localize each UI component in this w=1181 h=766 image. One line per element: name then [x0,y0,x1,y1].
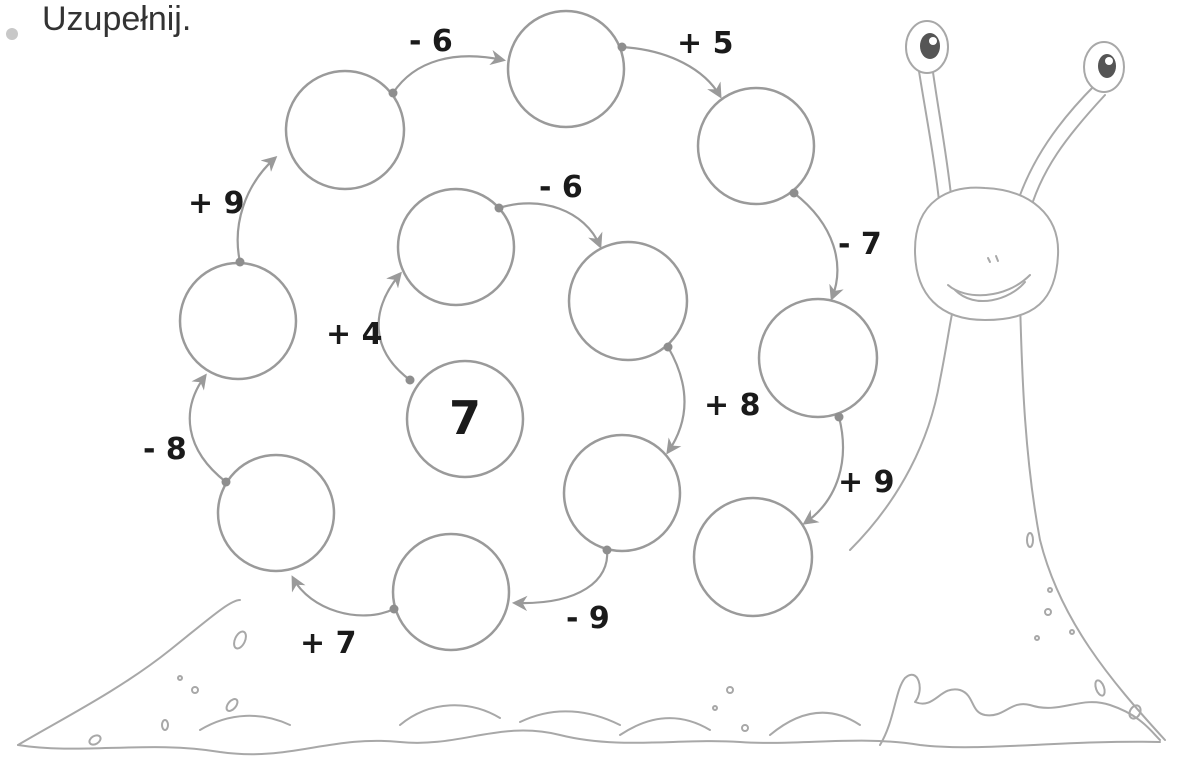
step-label-9: + 5 [677,26,733,61]
snail-head-drawing [906,21,1124,320]
bullet-icon [6,28,18,40]
answer-circle-9[interactable] [698,88,814,204]
step-label-2: - 6 [539,170,583,205]
step-label-4: - 9 [566,601,610,636]
answer-circle-3[interactable] [564,435,680,551]
answer-circle-7[interactable] [286,71,404,189]
answer-circle-2[interactable] [569,242,687,360]
step-label-10: - 7 [838,227,882,262]
answer-circle-10[interactable] [759,299,877,417]
step-label-6: - 8 [143,432,187,467]
answer-circle-5[interactable] [218,455,334,571]
instruction-text: Uzupełnij. [42,0,191,38]
step-label-1: + 4 [326,317,382,352]
step-label-5: + 7 [300,626,356,661]
step-label-11: + 9 [838,465,894,500]
step-label-7: + 9 [188,186,244,221]
number-circles [180,11,877,650]
step-label-8: - 6 [409,24,453,59]
answer-circle-11[interactable] [694,498,812,616]
answer-circle-4[interactable] [393,534,509,650]
answer-circle-6[interactable] [180,263,296,379]
answer-circle-8[interactable] [508,11,624,127]
step-label-3: + 8 [704,388,760,423]
start-number: 7 [449,391,481,445]
